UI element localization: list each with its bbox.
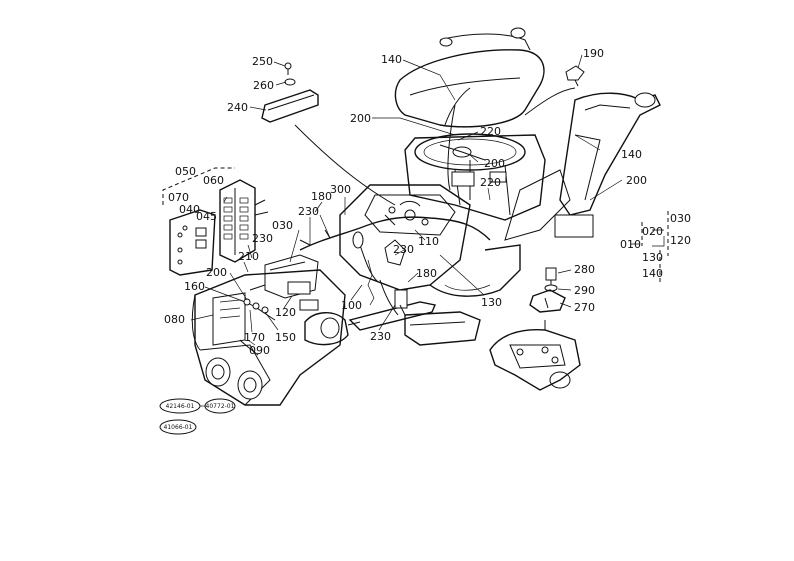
serial-badge-2-text: 40772-01	[206, 403, 235, 410]
label-180: 180	[311, 190, 332, 203]
label-030: 030	[670, 212, 691, 225]
label-030: 030	[272, 219, 293, 232]
label-060: 060	[203, 174, 224, 187]
label-045: 045	[196, 210, 217, 223]
label-180: 180	[416, 267, 437, 280]
cover-plate	[261, 62, 319, 123]
label-120: 120	[275, 306, 296, 319]
label-210: 210	[238, 250, 259, 263]
label-200: 200	[206, 266, 227, 279]
label-160: 160	[184, 280, 205, 293]
label-140: 140	[621, 148, 642, 161]
serial-badges: 42146-01 40772-01 41066-01	[159, 398, 236, 435]
clip-190	[565, 65, 585, 87]
label-130: 130	[642, 251, 663, 264]
label-130: 130	[481, 296, 502, 309]
label-260: 260	[253, 79, 274, 92]
label-220: 220	[480, 125, 501, 138]
label-110: 110	[418, 235, 439, 248]
label-050: 050	[175, 165, 196, 178]
front-engine-area	[191, 254, 361, 406]
label-140: 140	[642, 267, 663, 280]
label-090: 090	[249, 344, 270, 357]
label-200: 200	[484, 157, 505, 170]
label-270: 270	[574, 301, 595, 314]
right-fender	[504, 92, 661, 241]
label-190: 190	[583, 47, 604, 60]
label-230: 230	[370, 330, 391, 343]
part-labels: 250 260 240 140 190 200 220 200 140 220 …	[164, 47, 691, 357]
label-230: 230	[298, 205, 319, 218]
serial-badge-3-text: 41066-01	[164, 424, 193, 431]
label-300: 300	[330, 183, 351, 196]
mount-bracket	[489, 267, 581, 391]
label-200: 200	[626, 174, 647, 187]
label-140: 140	[381, 53, 402, 66]
seat-and-fender	[394, 27, 576, 128]
fuse-box	[219, 179, 269, 263]
label-020: 020	[642, 225, 663, 238]
label-040: 040	[179, 203, 200, 216]
label-010: 010	[620, 238, 641, 251]
label-080: 080	[164, 313, 185, 326]
label-280: 280	[574, 263, 595, 276]
label-240: 240	[227, 101, 248, 114]
steering-and-dash	[404, 133, 546, 221]
label-220: 220	[480, 176, 501, 189]
label-250: 250	[252, 55, 273, 68]
label-120: 120	[670, 234, 691, 247]
tractor-drawing	[162, 27, 661, 406]
label-100: 100	[341, 299, 362, 312]
relay-plate	[169, 209, 216, 276]
serial-badge-1-text: 42146-01	[166, 403, 195, 410]
assembly-brackets	[631, 211, 669, 284]
group-bracket-050	[162, 167, 235, 205]
label-150: 150	[275, 331, 296, 344]
label-230: 230	[252, 232, 273, 245]
serial-badge-3	[159, 419, 197, 435]
pedal-assembly	[348, 289, 481, 346]
label-200: 200	[350, 112, 371, 125]
leader-lines	[190, 54, 623, 346]
label-170: 170	[244, 331, 265, 344]
serial-badge-2	[204, 398, 236, 414]
label-070: 070	[168, 191, 189, 204]
label-230: 230	[393, 243, 414, 256]
label-290: 290	[574, 284, 595, 297]
